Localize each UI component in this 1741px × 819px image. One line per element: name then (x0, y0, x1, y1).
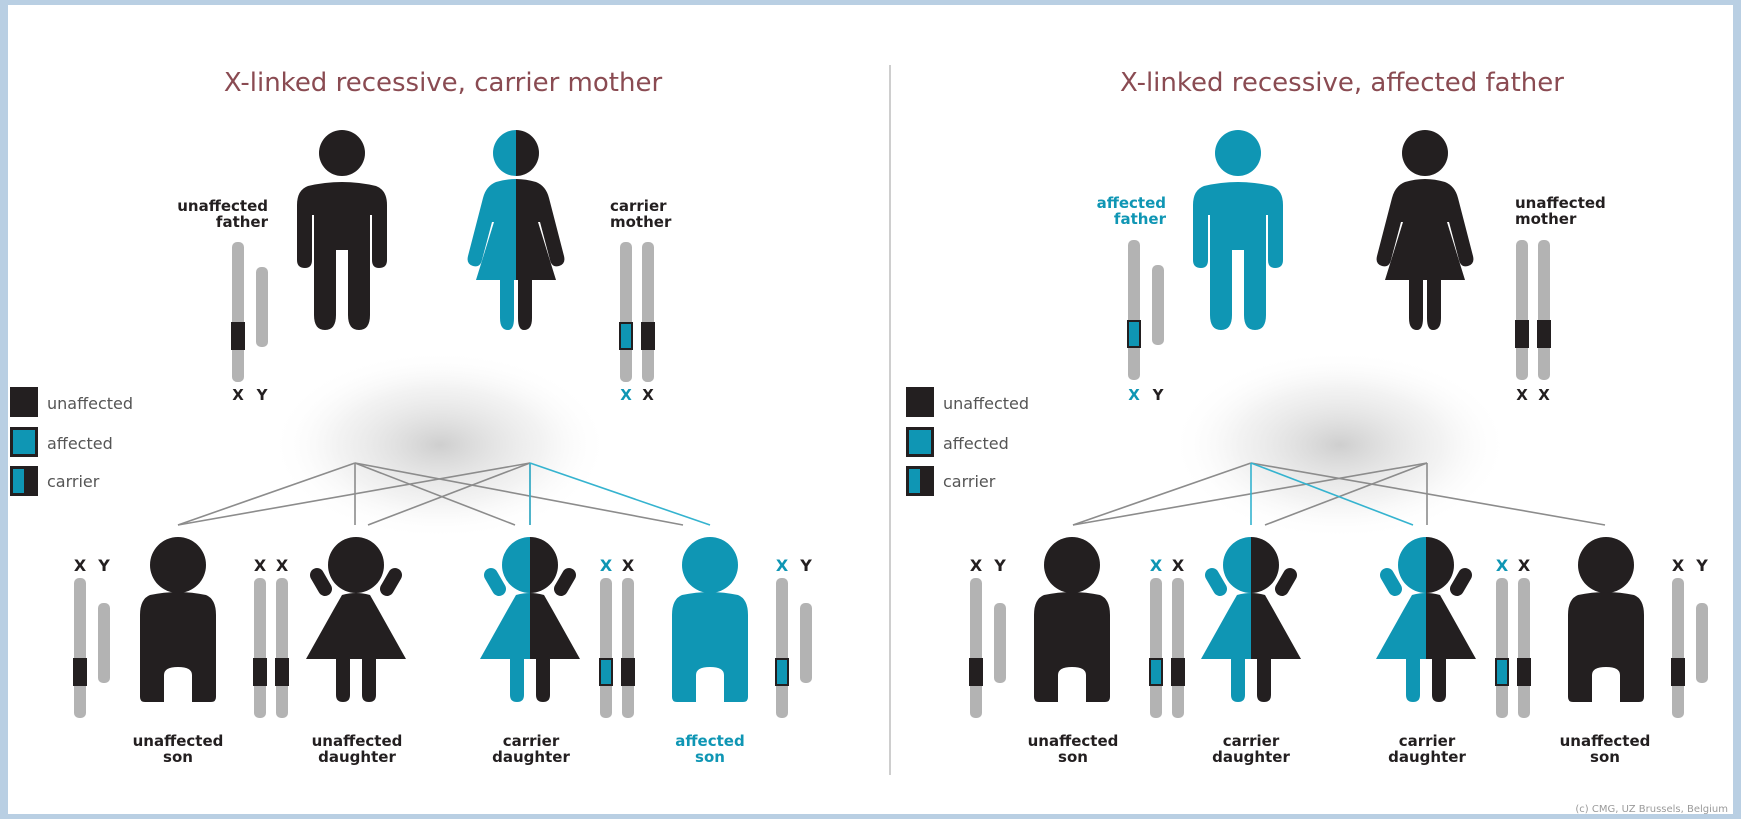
left-child-1-label-2: son (163, 748, 193, 766)
legend-unaffected-swatch (906, 387, 934, 417)
left-child-1-chr2: Y (97, 556, 110, 575)
legend-unaffected-swatch (10, 387, 38, 417)
left-child-4-chr2: Y (799, 556, 812, 575)
legend-carrier-label: carrier (943, 472, 996, 491)
legend-unaffected-label: unaffected (47, 394, 133, 413)
right-father-x-label: X (1128, 386, 1140, 404)
shadow-left (270, 350, 610, 540)
shadow-right (1170, 350, 1510, 540)
right-panel-title: X-linked recessive, affected father (1120, 68, 1564, 98)
left-child-2-chr1: X (254, 556, 267, 575)
legend-carrier-label: carrier (47, 472, 100, 491)
right-child-4-chr1: X (1672, 556, 1685, 575)
left-child-4-label-2: son (695, 748, 725, 766)
legend-affected-label: affected (943, 434, 1009, 453)
left-child-3-chr1: X (600, 556, 613, 575)
left-child-4-chr1: X (776, 556, 789, 575)
right-child-1-label-2: son (1058, 748, 1088, 766)
left-mother-x2-label: X (642, 386, 654, 404)
right-child-2-chr2: X (1172, 556, 1185, 575)
right-father-label-2: father (1114, 210, 1167, 228)
left-child-2-label-2: daughter (318, 748, 396, 766)
left-child-2-chr2: X (276, 556, 289, 575)
right-child-2-chr1: X (1150, 556, 1163, 575)
legend-affected-label: affected (47, 434, 113, 453)
right-mother-x1-label: X (1516, 386, 1528, 404)
right-father-y-label: Y (1152, 386, 1165, 404)
left-father-x-label: X (232, 386, 244, 404)
left-child-1-chr1: X (74, 556, 87, 575)
copyright-notice: (c) CMG, UZ Brussels, Belgium (1575, 804, 1728, 815)
left-panel-title: X-linked recessive, carrier mother (224, 68, 663, 98)
right-mother-x2-label: X (1538, 386, 1550, 404)
left-father-label-2: father (216, 213, 269, 231)
right-child-4-label-2: son (1590, 748, 1620, 766)
right-child-1-chr2: Y (993, 556, 1006, 575)
right-mother-label-2: mother (1515, 210, 1577, 228)
right-child-1-chr1: X (970, 556, 983, 575)
legend-unaffected-label: unaffected (943, 394, 1029, 413)
left-mother-x1-label: X (620, 386, 632, 404)
left-mother-label-2: mother (610, 213, 672, 231)
left-child-3-label-2: daughter (492, 748, 570, 766)
right-child-3-chr2: X (1518, 556, 1531, 575)
left-child-3-chr2: X (622, 556, 635, 575)
right-child-3-chr1: X (1496, 556, 1509, 575)
left-father-y-label: Y (256, 386, 269, 404)
right-child-3-label-2: daughter (1388, 748, 1466, 766)
right-child-4-chr2: Y (1695, 556, 1708, 575)
right-child-2-label-2: daughter (1212, 748, 1290, 766)
